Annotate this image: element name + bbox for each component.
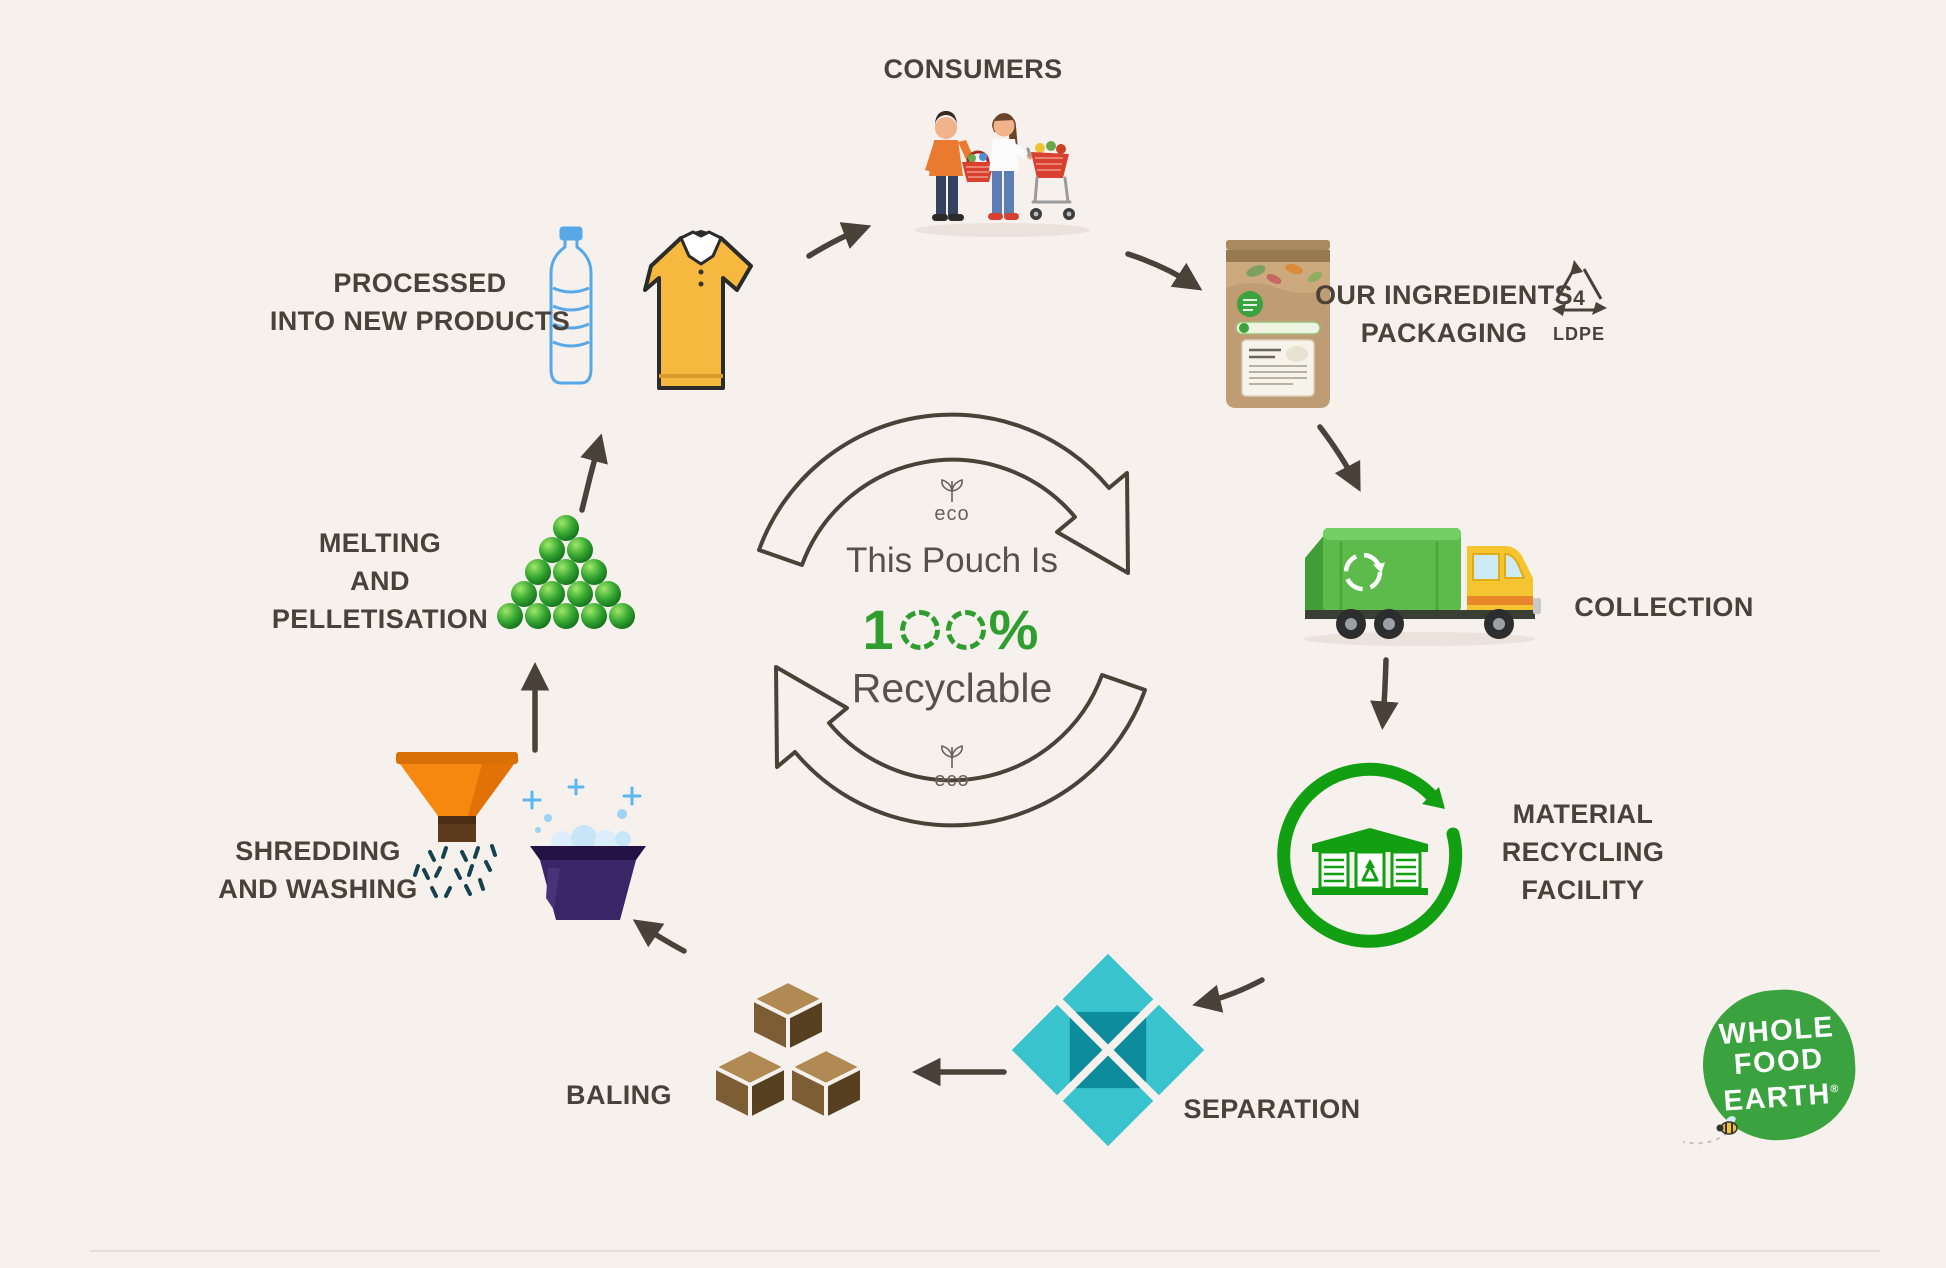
label-melting-line2: AND	[350, 566, 410, 596]
washing-basin-icon	[522, 778, 646, 920]
percent-recyclable: 1%	[862, 598, 1042, 661]
wholefoodearth-logo: WHOLE FOOD EARTH®	[1682, 984, 1861, 1160]
shopping-basket-icon	[962, 150, 994, 182]
label-packaging-line1: OUR INGREDIENTS	[1314, 280, 1574, 310]
pouch-icon	[1216, 226, 1340, 419]
separation-icon	[1008, 950, 1208, 1155]
recycle-ring-icon	[757, 412, 1147, 828]
label-collection: COLLECTION	[1574, 592, 1754, 622]
arrow-melting-to-products	[579, 433, 608, 513]
man-figure	[925, 111, 976, 221]
label-facility-line3: FACILITY	[1521, 875, 1645, 905]
label-facility-line1: MATERIAL	[1512, 799, 1654, 829]
label-melting: MELTING AND PELLETISATION	[272, 524, 488, 638]
label-baling: BALING	[566, 1080, 672, 1110]
leaf-sprig-icon	[941, 744, 963, 768]
new-products-icon	[535, 224, 775, 411]
label-separation: SEPARATION	[1183, 1094, 1361, 1124]
bales-icon	[688, 975, 888, 1130]
arrow-consumers-to-packaging	[1125, 251, 1203, 291]
arrow-packaging-to-collection	[1317, 424, 1361, 492]
tshirt-icon	[643, 230, 753, 390]
resin-code: LDPE	[1552, 324, 1605, 344]
label-melting-line3: PELLETISATION	[271, 604, 489, 634]
shredder-funnel-icon	[396, 752, 518, 898]
leaf-sprig-icon	[941, 478, 963, 502]
arrow-products-to-consumers	[806, 222, 872, 259]
shopping-cart-icon	[1026, 141, 1075, 220]
garbage-truck-icon	[1289, 500, 1549, 653]
center-badge: eco This Pouch Is 1% Recyclable eco	[737, 405, 1167, 835]
label-facility-line2: RECYCLING	[1501, 837, 1665, 867]
consumers-illustration	[880, 92, 1100, 247]
arrow-facility-to-separation	[1192, 977, 1265, 1013]
woman-figure	[988, 113, 1034, 220]
registered-mark: ®	[1830, 1083, 1839, 1096]
label-processed-line1: PROCESSED	[333, 268, 507, 298]
water-bottle-icon	[549, 226, 593, 385]
label-shredding-line2: AND WASHING	[218, 874, 418, 904]
label-shredding: SHREDDING AND WASHING	[218, 832, 417, 908]
label-melting-line1: MELTING	[318, 528, 442, 558]
center-line2: Recyclable	[851, 665, 1053, 711]
recycling-facility-icon	[1274, 760, 1466, 957]
eco-leaf-bottom: eco	[737, 743, 1167, 791]
eco-label: eco	[934, 503, 970, 525]
label-processed: PROCESSED INTO NEW PRODUCTS	[270, 264, 570, 340]
page-bottom-rule	[90, 1250, 1880, 1252]
eco-label: eco	[934, 769, 970, 791]
label-packaging: OUR INGREDIENTS PACKAGING	[1315, 276, 1573, 352]
pellets-icon	[480, 512, 652, 649]
bee-icon	[1682, 1116, 1738, 1145]
eco-leaf-top: eco	[737, 477, 1167, 525]
resin-number: 4	[1573, 287, 1585, 310]
center-line1: This Pouch Is	[845, 541, 1059, 580]
label-processed-line2: INTO NEW PRODUCTS	[269, 306, 571, 336]
ldpe-resin-icon: 4 LDPE	[1543, 258, 1615, 345]
label-facility: MATERIAL RECYCLING FACILITY	[1502, 795, 1665, 909]
label-packaging-line2: PACKAGING	[1360, 318, 1528, 348]
label-shredding-line1: SHREDDING	[235, 836, 401, 866]
arrow-collection-to-facility	[1370, 657, 1399, 730]
shredding-washing-icon	[380, 742, 670, 939]
label-consumers: CONSUMERS	[883, 54, 1063, 84]
